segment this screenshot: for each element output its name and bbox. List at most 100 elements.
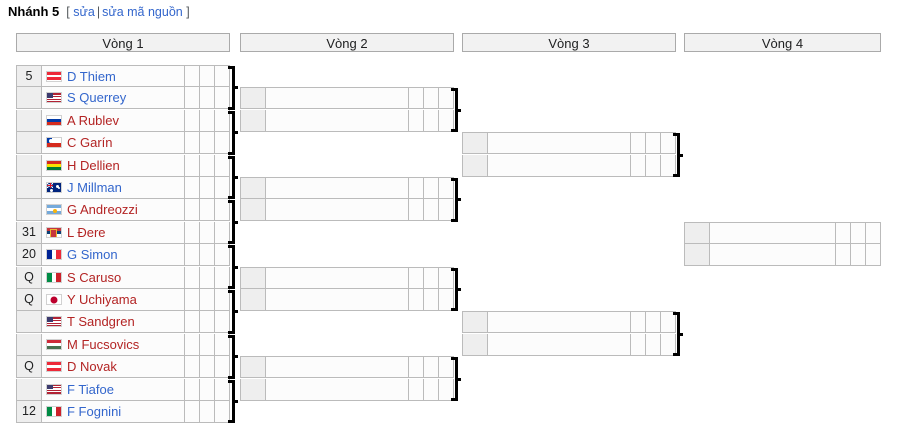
player-cell [266, 178, 408, 198]
score-cell-set3 [438, 289, 453, 310]
player-name-link[interactable]: S Caruso [67, 269, 122, 285]
player-name-link[interactable]: A Rublev [67, 112, 120, 128]
score-cell-set3 [438, 267, 453, 288]
seed-cell: Q [17, 266, 42, 288]
bracket-connector-bottom [228, 196, 235, 200]
score-cell-set3 [214, 221, 229, 243]
bracket-connector-bottom [673, 353, 680, 357]
flag-icon-austria [46, 70, 62, 82]
flag-icon-bolivia [46, 159, 62, 171]
player-name-link[interactable]: D Thiem [67, 68, 116, 84]
player-name-link[interactable]: F Fognini [67, 404, 122, 419]
score-cell-set3 [214, 154, 229, 176]
player-name-link[interactable]: H Dellien [67, 157, 120, 173]
match-slot: Q S Caruso [16, 266, 230, 289]
score-cell-set2 [199, 66, 214, 86]
match-slot [462, 132, 676, 155]
score-cell-set3 [214, 66, 229, 86]
score-cell-set3 [214, 244, 229, 266]
bracket-connector-stub [232, 355, 238, 359]
score-cell-set1 [408, 199, 423, 221]
edit-link[interactable]: sửa [73, 5, 95, 19]
score-cell-set3 [214, 109, 229, 131]
match-slot [240, 378, 454, 401]
bracket-connector-stub [455, 288, 461, 291]
player-cell [266, 357, 408, 377]
score-cell-set1 [184, 244, 199, 266]
bracket-connector-stub [677, 153, 683, 157]
score-cell-set1 [184, 199, 199, 221]
bracket-connector-bottom [673, 174, 680, 177]
bracket-connector-bottom [451, 129, 458, 133]
match-slot: 5 D Thiem [16, 65, 230, 87]
seed-cell [17, 177, 42, 198]
score-cell-set3 [214, 356, 229, 378]
seed-cell: 5 [17, 66, 42, 86]
bracket-connector-top [228, 290, 235, 293]
player-cell [266, 289, 408, 310]
bracket-connector-bottom [228, 375, 235, 379]
bracket-close: ] [186, 5, 190, 19]
score-cell-set2 [199, 401, 214, 422]
bracket-connector-bottom [228, 151, 235, 155]
score-cell-set3 [438, 378, 453, 400]
seed-cell [241, 109, 266, 131]
bracket-connector-stub [677, 332, 683, 336]
page-title: Nhánh 5 [8, 4, 60, 19]
bracket-connector-top [228, 379, 235, 383]
match-slot: M Fucsovics [16, 333, 230, 356]
player-cell: Y Uchiyama [42, 289, 184, 310]
player-cell: T Sandgren [42, 311, 184, 332]
player-name-link[interactable]: J Millman [67, 180, 122, 195]
edit-source-link[interactable]: sửa mã nguồn [102, 5, 183, 19]
player-name-link[interactable]: T Sandgren [67, 314, 135, 330]
player-name-link[interactable]: L Đere [67, 224, 106, 240]
player-cell [488, 334, 630, 355]
player-name-link[interactable]: F Tiafoe [67, 381, 114, 397]
score-cell-set1 [630, 154, 645, 176]
seed-cell [463, 312, 488, 333]
score-cell-set1 [630, 133, 645, 154]
player-name-link[interactable]: G Simon [67, 247, 118, 263]
player-cell: G Simon [42, 244, 184, 265]
bracket-connector-top [228, 200, 235, 204]
match-slot [684, 244, 881, 267]
score-cell-set2 [199, 154, 214, 176]
seed-cell [241, 289, 266, 310]
score-cell-set1 [184, 87, 199, 109]
seed-cell [17, 311, 42, 333]
score-cell-set1 [184, 154, 199, 176]
player-name-link[interactable]: S Querrey [67, 90, 127, 106]
score-cell-set3 [438, 109, 453, 131]
bracket-connector-stub [232, 176, 238, 179]
score-cell-set3 [214, 333, 229, 355]
score-cell-set3 [214, 266, 229, 288]
player-name-link[interactable]: G Andreozzi [67, 202, 138, 218]
seed-cell [17, 378, 42, 400]
score-cell-set3 [438, 88, 453, 109]
seed-cell [241, 267, 266, 288]
player-name-link[interactable]: Y Uchiyama [67, 292, 137, 307]
player-cell [266, 268, 408, 288]
player-name-link[interactable]: C Garín [67, 135, 113, 151]
score-cell-set2 [423, 289, 438, 310]
score-cell-set3 [214, 177, 229, 198]
player-cell [488, 312, 630, 332]
score-cell-set2 [199, 356, 214, 378]
score-cell-set1 [408, 378, 423, 400]
seed-cell [241, 88, 266, 109]
player-name-link[interactable]: D Novak [67, 359, 117, 375]
score-cell-set1 [184, 109, 199, 131]
player-cell: D Thiem [42, 66, 184, 86]
score-cell-set3 [660, 154, 675, 176]
seed-cell: 20 [17, 244, 42, 266]
seed-cell [17, 199, 42, 221]
bracket-connector-stub [455, 108, 461, 112]
player-cell: L Đere [42, 222, 184, 243]
score-cell-set1 [184, 266, 199, 288]
seed-cell [241, 357, 266, 378]
score-cell-set2 [199, 266, 214, 288]
player-cell: S Querrey [42, 87, 184, 108]
player-name-link[interactable]: M Fucsovics [67, 336, 140, 352]
